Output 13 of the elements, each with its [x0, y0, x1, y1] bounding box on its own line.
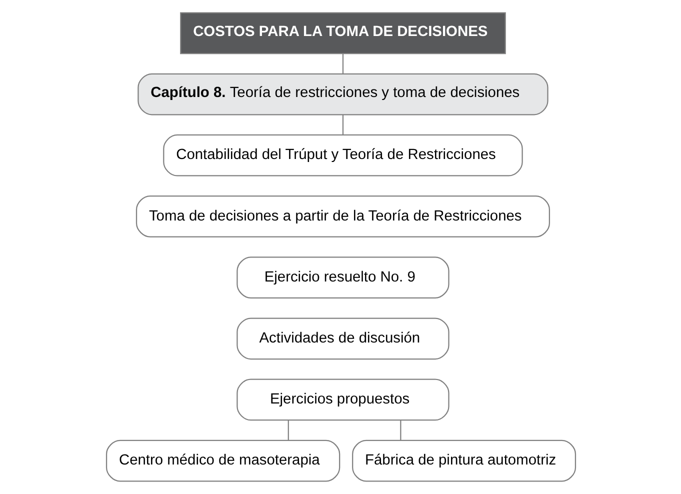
node-box: Contabilidad del Trúput y Teoría de Restricciones: [162, 134, 522, 176]
node-box: Capítulo 8. Teoría de restricciones y toma de decisiones: [137, 73, 548, 116]
node-box: Actividades de discusión: [236, 318, 449, 360]
node-box: COSTOS PARA LA TOMA DE DECISIONES: [180, 12, 506, 54]
connector: [342, 114, 344, 135]
connector: [400, 420, 401, 440]
node-box: Ejercicio resuelto No. 9: [236, 256, 449, 298]
node-box: Centro médico de masoterapia: [105, 440, 340, 482]
node-box: Fábrica de pintura automotriz: [352, 440, 576, 482]
connector: [287, 420, 288, 440]
connector: [342, 54, 344, 74]
node-box: Ejercicios propuestos: [236, 378, 449, 421]
node-box: Toma de decisiones a partir de la Teoría de Restricciones: [135, 196, 550, 238]
